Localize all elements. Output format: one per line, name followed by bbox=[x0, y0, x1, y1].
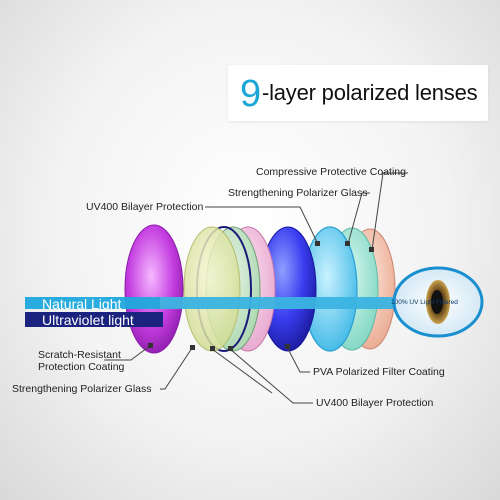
marker-compressive bbox=[369, 247, 374, 252]
label-strengthening-glass-bottom: Strengthening Polarizer Glass bbox=[12, 383, 152, 395]
label-uv400-top: UV400 Bilayer Protection bbox=[86, 201, 204, 213]
leader-compressive bbox=[371, 172, 408, 251]
marker-uv400-top bbox=[315, 241, 320, 246]
marker-scratch bbox=[148, 343, 153, 348]
light-beams bbox=[25, 297, 425, 327]
label-compressive-coating: Compressive Protective Coating bbox=[256, 166, 406, 178]
natural-light-label: Natural Light bbox=[42, 296, 122, 312]
leader-pva bbox=[286, 346, 310, 373]
callout-lines bbox=[104, 172, 408, 404]
label-strengthening-glass-top: Strengthening Polarizer Glass bbox=[228, 187, 368, 199]
title-number: 9 bbox=[240, 73, 261, 115]
uv-filtered-label: 100% UV Light Filtered bbox=[391, 299, 458, 306]
marker-strengthening-top bbox=[345, 241, 350, 246]
beam-glow bbox=[160, 297, 425, 309]
marker-pva bbox=[285, 344, 290, 349]
eye-illustration bbox=[392, 266, 484, 338]
label-scratch-line-1: Scratch-Resistant bbox=[38, 349, 121, 361]
ultraviolet-light-label: Ultraviolet light bbox=[42, 312, 134, 328]
natural-light-beam bbox=[25, 297, 425, 309]
title-box: 9-layer polarized lenses bbox=[228, 65, 488, 121]
leader-uv400-bottom bbox=[229, 348, 313, 404]
leader-scratch bbox=[104, 344, 152, 361]
marker-uv400-bottom bbox=[228, 346, 233, 351]
lens-layer-1 bbox=[124, 224, 184, 354]
label-scratch-resistant: Scratch-Resistant Protection Coating bbox=[38, 349, 125, 373]
label-uv400-bottom: UV400 Bilayer Protection bbox=[316, 397, 434, 409]
callout-markers bbox=[148, 241, 374, 351]
page-title: 9-layer polarized lenses bbox=[240, 73, 478, 116]
marker-extra bbox=[210, 346, 215, 351]
lens-stack bbox=[124, 224, 396, 354]
leader-strengthening-top bbox=[347, 192, 370, 245]
eye-pupil bbox=[431, 290, 443, 314]
title-text: -layer polarized lenses bbox=[261, 80, 478, 105]
leader-extra bbox=[211, 348, 273, 394]
lens-layer-2 bbox=[183, 226, 241, 352]
ultraviolet-light-beam bbox=[25, 312, 163, 327]
marker-strengthening-bottom bbox=[190, 345, 195, 350]
leader-strengthening-bottom bbox=[160, 347, 193, 390]
label-pva-filter: PVA Polarized Filter Coating bbox=[313, 366, 445, 378]
label-scratch-line-2: Protection Coating bbox=[38, 361, 125, 373]
leader-uv400-top bbox=[205, 206, 319, 245]
